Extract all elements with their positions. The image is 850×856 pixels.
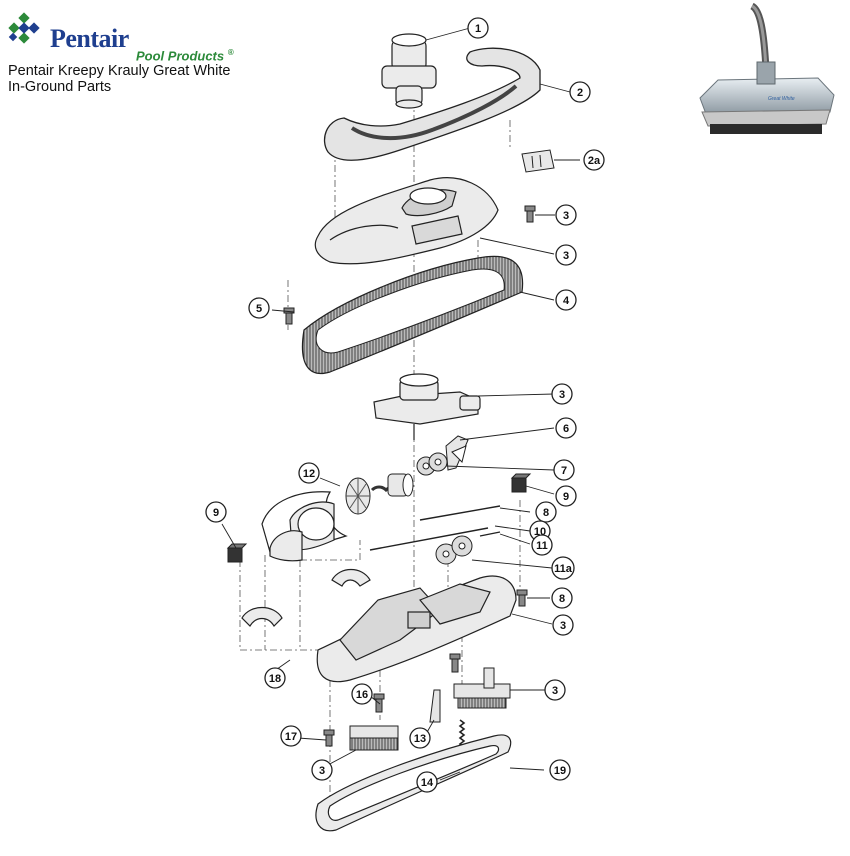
callout-1: 1 [467,17,489,39]
photo-badge: Great White [768,96,795,102]
screw-shapes [283,205,536,747]
page-title: Pentair Kreepy Krauly Great White In-Gro… [8,63,230,95]
callout-label: 11 [536,540,548,552]
callout-19: 19 [549,759,571,781]
part-bracket-shape [445,435,469,471]
callout-label: 18 [269,673,281,685]
callout-label: 17 [285,731,297,743]
callout-7: 7 [553,459,575,481]
callout-label: 8 [559,593,565,605]
callout-label: 13 [414,733,426,745]
part-bottom-plate-shape [315,734,512,832]
callout-label: 5 [256,303,262,315]
cleaner-brush-shape [710,124,822,134]
callout-5: 5 [248,297,270,319]
callout-label: 12 [303,468,315,480]
callout-9: 9 [555,485,577,507]
callout-label: 3 [319,765,325,777]
title-line-2: In-Ground Parts [8,79,112,95]
callout-2: 2 [569,81,591,103]
part-swivel-shape [381,33,437,109]
callout-17: 17 [280,725,302,747]
callout-16: 16 [351,683,373,705]
callout-11: 11 [531,534,553,556]
block-shapes [226,473,532,563]
callout-12: 12 [298,462,320,484]
callout-label: 16 [356,689,368,701]
callout-18: 18 [264,667,286,689]
callout-label: 14 [421,777,434,789]
brand-name: Pentair [50,24,129,53]
part-brush-ring-shape [301,255,524,374]
part-handle-shape [323,47,541,161]
callout-label: 8 [543,507,549,519]
callout-label: 2 [577,87,583,99]
callout-label: 3 [563,250,569,262]
part-clip-shape [521,149,555,173]
pentair-logo: Pentair Pool Products ® [4,8,244,64]
callout-label: 3 [559,389,565,401]
callout-6: 6 [555,417,577,439]
callout-14: 14 [416,771,438,793]
registered-mark: ® [227,48,234,57]
callout-3: 3 [551,383,573,405]
callout-label: 4 [563,295,570,307]
callout-4: 4 [555,289,577,311]
callout-3: 3 [552,614,574,636]
product-photo: Great White [699,2,835,134]
callout-3: 3 [311,759,333,781]
callout-8: 8 [551,587,573,609]
part-top-cover-shape [314,177,499,265]
gear-shapes-upper [416,452,448,476]
callout-label: 9 [563,491,569,503]
gear-shapes-lower [435,535,473,565]
callout-label: 3 [552,685,558,697]
part-intake-housing-shape [373,373,481,440]
shaft-shapes [369,505,501,551]
callout-13: 13 [409,727,431,749]
sub-brand-text: Pool Products [136,48,225,64]
part-strip-shape [429,689,441,723]
callout-8: 8 [535,501,557,523]
part-front-brush-shape [349,725,399,751]
callout-label: 7 [561,465,567,477]
callout-label: 2a [588,155,601,167]
callout-3: 3 [555,204,577,226]
callout-2a: 2a [583,149,605,171]
callout-9: 9 [205,501,227,523]
part-chassis-shape [316,575,517,683]
callout-label: 3 [563,210,569,222]
part-turbine-shape [345,473,414,515]
callout-3: 3 [555,244,577,266]
callout-label: 19 [554,765,566,777]
part-housing-shells-shape [241,491,371,627]
title-line-1: Pentair Kreepy Krauly Great White [8,63,231,79]
callout-label: 9 [213,507,219,519]
callout-label: 1 [475,23,481,35]
callout-11a: 11a [551,556,575,580]
part-rear-brush-shape [453,667,511,709]
callout-3: 3 [544,679,566,701]
brand-subtitle: Pool Products ® [136,48,234,63]
callout-label: 11a [554,563,573,575]
callout-label: 6 [563,423,569,435]
callout-label: 3 [560,620,566,632]
pentair-diamond-logo-icon [8,12,40,44]
